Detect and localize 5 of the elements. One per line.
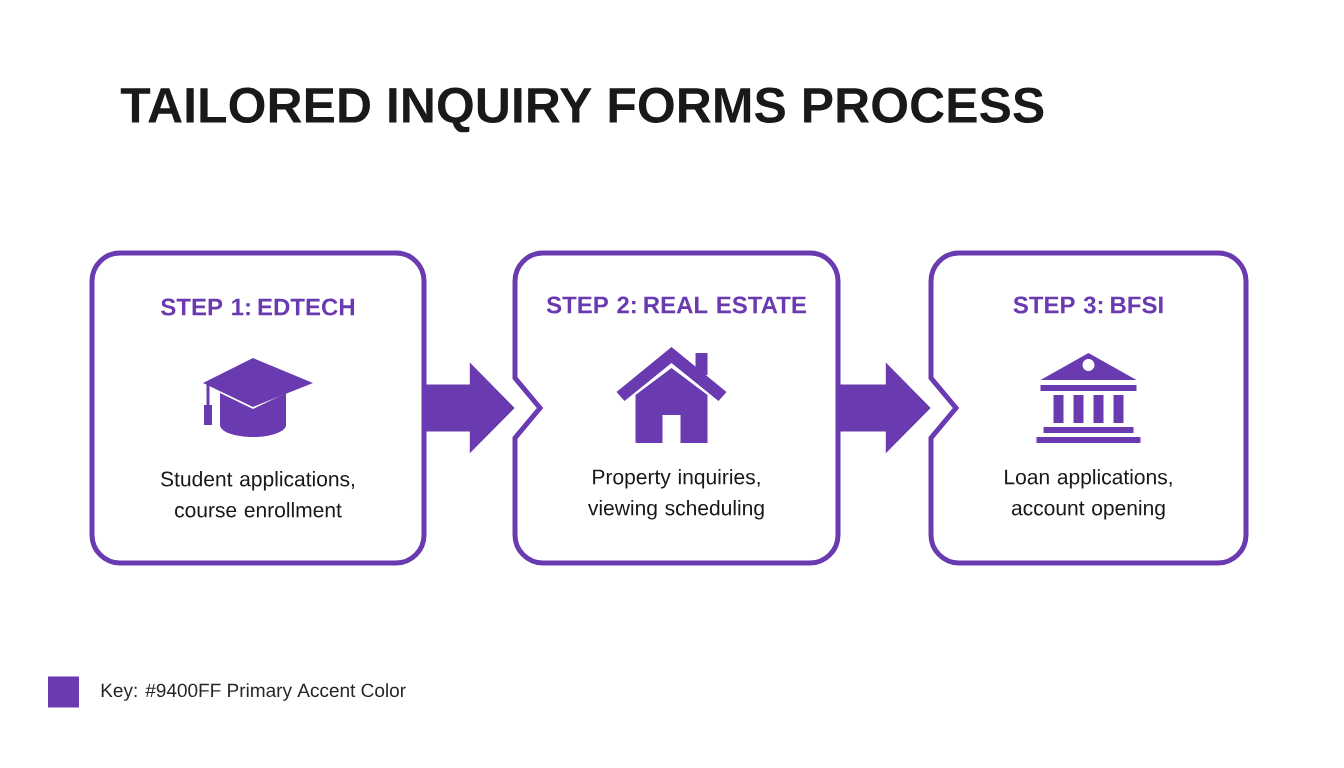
step-box: STEP 2: REAL ESTATE Property inquiries, viewing scheduling [512, 250, 841, 566]
step-box: STEP 3: BFSI Loan applications, account opening [928, 250, 1249, 566]
step-box: STEP 1: EDTECH Student applications, course enrollment [89, 250, 427, 566]
title: TAILORED INQUIRY FORMS PROCESS [120, 87, 1044, 133]
legend-text: Key: #9400FF Primary Accent Color [101, 683, 406, 701]
